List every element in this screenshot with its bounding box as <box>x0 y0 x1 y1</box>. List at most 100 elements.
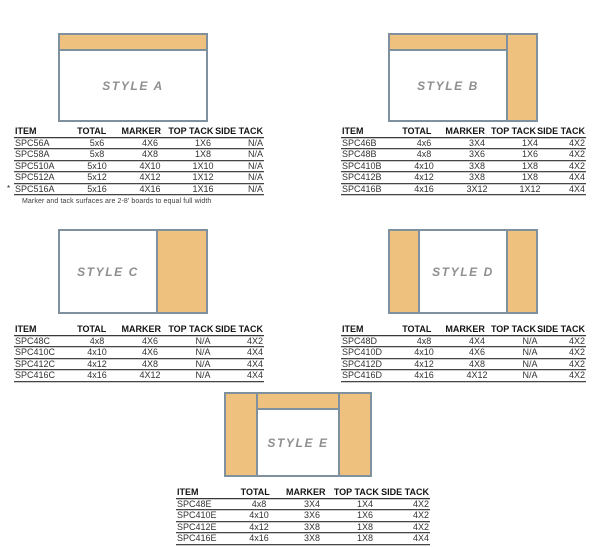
col-header-marker: MARKER <box>286 487 326 498</box>
col-header-item: ITEM <box>342 126 364 137</box>
value-cell: 4X8 <box>141 358 158 369</box>
value-cell: 4X6 <box>141 347 158 358</box>
value-cell: 4X2 <box>568 347 585 358</box>
item-cell: SPC48C <box>15 335 51 346</box>
col-header-total: TOTAL <box>240 487 270 498</box>
value-cell: 1X8 <box>356 521 373 532</box>
side-tack-band-right <box>158 231 206 312</box>
value-cell: 3X4 <box>468 137 485 148</box>
item-cell: SPC410D <box>342 347 383 358</box>
value-cell: 4X8 <box>468 358 485 369</box>
item-cell: SPC48E <box>177 498 212 509</box>
col-header-marker: MARKER <box>445 126 485 137</box>
middle-section: STYLE E <box>258 394 338 475</box>
marker-area: STYLE E <box>258 410 338 475</box>
side-tack-band-right <box>340 394 370 475</box>
item-cell: *SPC516A <box>7 183 55 194</box>
left-section: STYLE B <box>390 35 506 120</box>
style-c-label: STYLE C <box>77 264 139 279</box>
value-cell: 4x8 <box>416 335 432 346</box>
value-cell: 4x12 <box>414 358 434 369</box>
side-tack-band-left <box>226 394 256 475</box>
value-cell: 4X6 <box>468 347 485 358</box>
style-d-label: STYLE D <box>432 264 494 279</box>
value-cell: N/A <box>195 358 211 369</box>
value-cell: 4X4 <box>568 183 585 194</box>
col-header-item: ITEM <box>15 126 37 137</box>
value-cell: 1X12 <box>192 172 214 183</box>
value-cell: 4X2 <box>246 335 263 346</box>
item-cell: SPC48D <box>342 335 378 346</box>
value-cell: 3X6 <box>303 510 320 521</box>
value-cell: 3X8 <box>303 521 320 532</box>
value-cell: N/A <box>195 370 211 381</box>
item-cell: SPC416D <box>342 370 383 381</box>
value-cell: 4X16 <box>139 183 161 194</box>
value-cell: N/A <box>522 370 538 381</box>
value-cell: 3X4 <box>303 498 320 509</box>
item-cell: SPC410B <box>342 160 382 171</box>
col-header-top-tack: TOP TACK <box>490 126 536 137</box>
table-row: SPC48D 4x8 4X4 N/A 4X2 <box>341 335 586 347</box>
item-cell: SPC412E <box>177 521 217 532</box>
value-cell: 5x12 <box>87 172 107 183</box>
value-cell: 4X8 <box>141 149 158 160</box>
value-cell: N/A <box>247 160 263 171</box>
marker-area: STYLE B <box>390 51 506 120</box>
top-tack-band <box>390 35 506 49</box>
marker-area: STYLE C <box>60 231 156 312</box>
value-cell: 4X4 <box>568 172 585 183</box>
value-cell: N/A <box>195 347 211 358</box>
value-cell: 4X2 <box>412 510 429 521</box>
value-cell: 4X2 <box>412 498 429 509</box>
top-tack-band <box>60 35 206 49</box>
col-header-side-tack: SIDE TACK <box>537 324 585 335</box>
value-cell: 1X16 <box>192 183 214 194</box>
item-cell: SPC410E <box>177 510 217 521</box>
value-cell: 1X12 <box>519 183 541 194</box>
style-e-diagram: STYLE E <box>224 392 372 477</box>
item-cell: SPC412C <box>15 358 56 369</box>
value-cell: N/A <box>247 172 263 183</box>
value-cell: 3X8 <box>468 160 485 171</box>
value-cell: 5x10 <box>87 160 107 171</box>
value-cell: 1X10 <box>192 160 214 171</box>
value-cell: 4X2 <box>568 335 585 346</box>
value-cell: 4x16 <box>414 370 434 381</box>
col-header-item: ITEM <box>15 324 37 335</box>
footnote: Marker and tack surfaces are 2-8' boards… <box>22 198 212 205</box>
item-cell: SPC56A <box>15 137 50 148</box>
marker-area: STYLE D <box>420 231 506 312</box>
style-d-diagram: STYLE D <box>388 229 538 314</box>
value-cell: 4X4 <box>468 335 485 346</box>
value-cell: 3X6 <box>468 149 485 160</box>
value-cell: 4X6 <box>141 335 158 346</box>
value-cell: N/A <box>247 149 263 160</box>
value-cell: 4X2 <box>568 370 585 381</box>
value-cell: 3X8 <box>303 533 320 544</box>
value-cell: 4X12 <box>139 172 161 183</box>
value-cell: 4x10 <box>414 347 434 358</box>
value-cell: 4x8 <box>416 149 432 160</box>
value-cell: 4x10 <box>249 510 269 521</box>
value-cell: N/A <box>522 335 538 346</box>
col-header-total: TOTAL <box>77 324 107 335</box>
value-cell: 4X2 <box>568 149 585 160</box>
style-b-label: STYLE B <box>417 78 479 93</box>
